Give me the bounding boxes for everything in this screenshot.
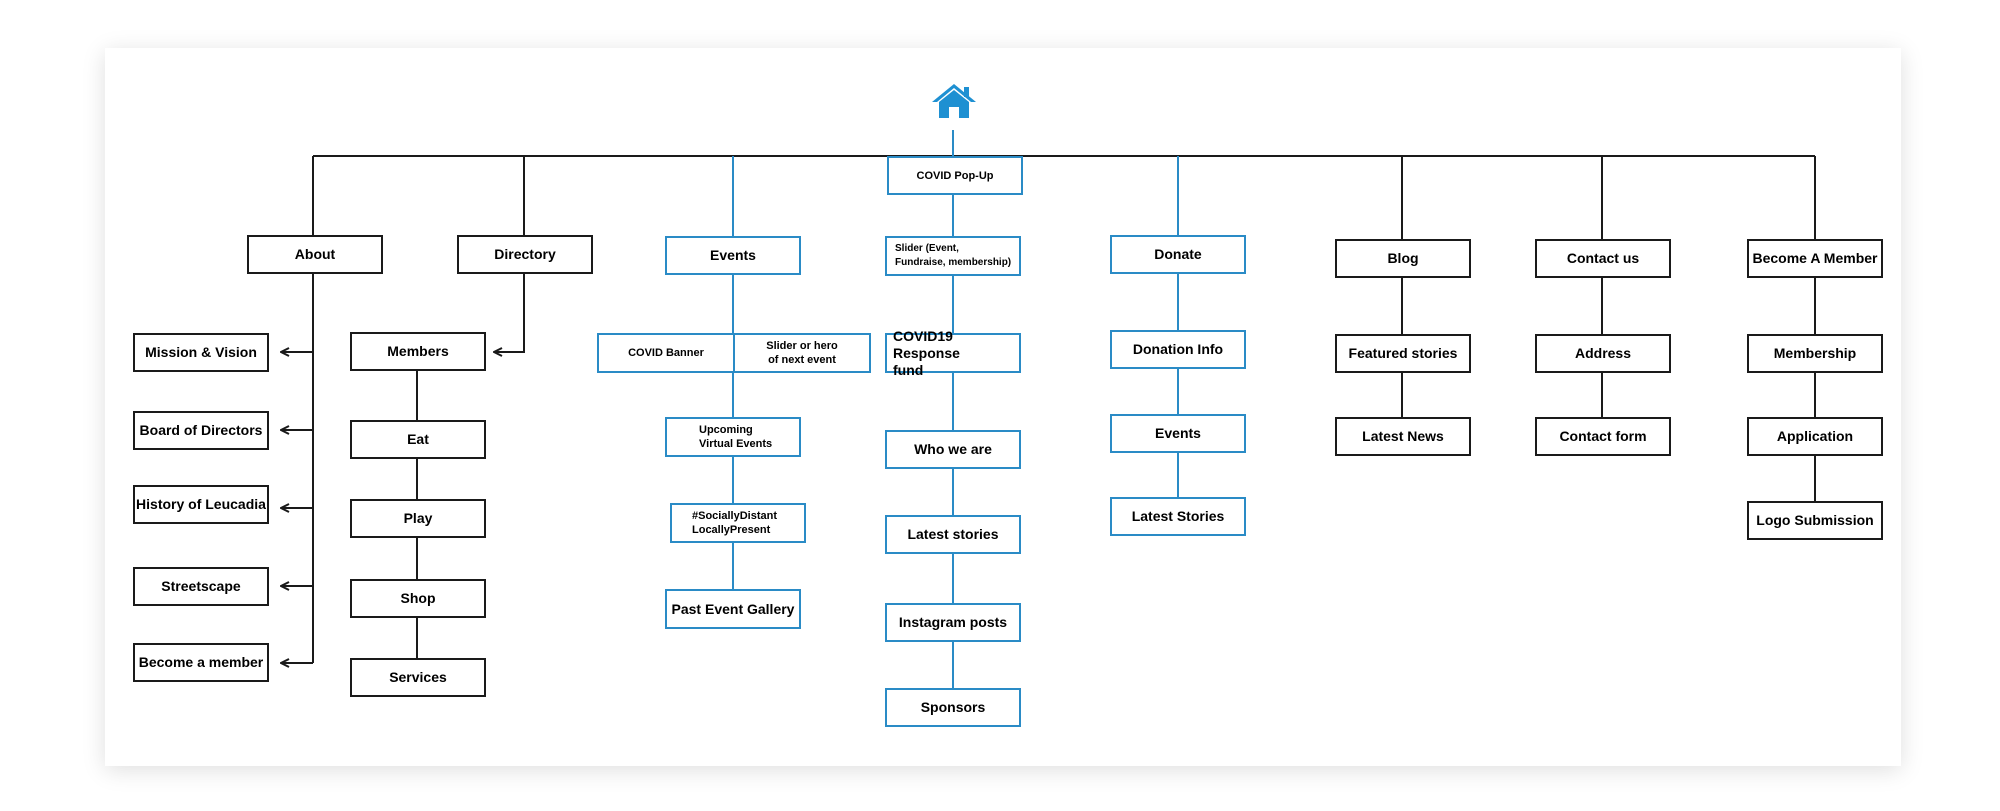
node-covid19-response-fund[interactable]: COVID19 Response fund — [885, 328, 1021, 378]
node-become-a-member-about[interactable]: Become a member — [133, 643, 269, 682]
node-donate-events[interactable]: Events — [1110, 414, 1246, 453]
node-latest-news[interactable]: Latest News — [1335, 417, 1471, 456]
node-donate-latest-stories[interactable]: Latest Stories — [1110, 497, 1246, 536]
node-covid-banner[interactable]: COVID Banner — [597, 333, 735, 373]
node-sponsors[interactable]: Sponsors — [885, 688, 1021, 727]
node-directory[interactable]: Directory — [457, 235, 593, 274]
node-address[interactable]: Address — [1535, 334, 1671, 373]
node-covid-popup[interactable]: COVID Pop-Up — [887, 156, 1023, 195]
node-application[interactable]: Application — [1747, 417, 1883, 456]
node-streetscape[interactable]: Streetscape — [133, 567, 269, 606]
node-eat[interactable]: Eat — [350, 420, 486, 459]
node-slider-or-hero[interactable]: Slider or hero of next event — [733, 333, 871, 373]
node-featured-stories[interactable]: Featured stories — [1335, 334, 1471, 373]
node-donate[interactable]: Donate — [1110, 235, 1246, 274]
node-donation-info[interactable]: Donation Info — [1110, 330, 1246, 369]
node-membership[interactable]: Membership — [1747, 334, 1883, 373]
node-shop[interactable]: Shop — [350, 579, 486, 618]
home-icon[interactable] — [930, 82, 978, 120]
node-history-of-leucadia[interactable]: History of Leucadia — [133, 485, 269, 524]
node-contact-form[interactable]: Contact form — [1535, 417, 1671, 456]
node-socially-distant[interactable]: #SociallyDistant LocallyPresent — [670, 503, 806, 543]
node-blog[interactable]: Blog — [1335, 239, 1471, 278]
node-instagram-posts[interactable]: Instagram posts — [885, 603, 1021, 642]
node-board-of-directors[interactable]: Board of Directors — [133, 411, 269, 450]
node-upcoming-virtual-events[interactable]: Upcoming Virtual Events — [665, 417, 801, 457]
node-home-slider[interactable]: Slider (Event, Fundraise, membership) — [885, 236, 1021, 276]
node-become-a-member[interactable]: Become A Member — [1747, 239, 1883, 278]
node-services[interactable]: Services — [350, 658, 486, 697]
node-who-we-are[interactable]: Who we are — [885, 430, 1021, 469]
node-logo-submission[interactable]: Logo Submission — [1747, 501, 1883, 540]
node-about[interactable]: About — [247, 235, 383, 274]
node-contact-us[interactable]: Contact us — [1535, 239, 1671, 278]
node-past-event-gallery[interactable]: Past Event Gallery — [665, 589, 801, 629]
node-events[interactable]: Events — [665, 236, 801, 275]
node-members[interactable]: Members — [350, 332, 486, 371]
node-mission-vision[interactable]: Mission & Vision — [133, 333, 269, 372]
node-latest-stories[interactable]: Latest stories — [885, 515, 1021, 554]
node-play[interactable]: Play — [350, 499, 486, 538]
